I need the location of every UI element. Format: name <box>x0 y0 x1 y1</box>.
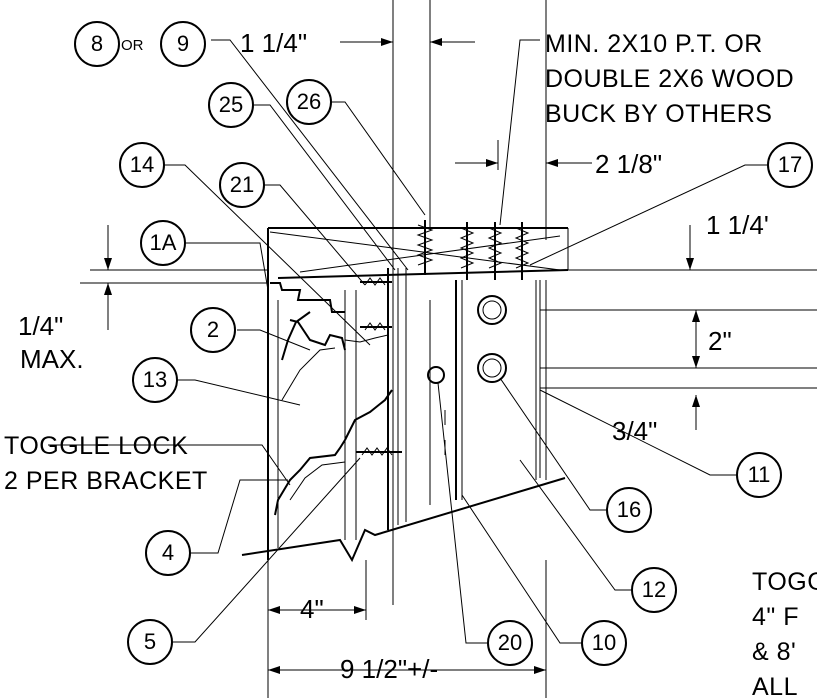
wall-structure <box>90 0 817 698</box>
note-right-line3: & 8' <box>752 638 796 666</box>
or-label: OR <box>121 37 144 54</box>
screw-upper-2 <box>360 322 392 331</box>
leader-lines <box>48 39 768 644</box>
callout-9: 9 <box>160 21 206 67</box>
note-toggle-line2: 2 PER BRACKET <box>4 467 208 495</box>
callout-1a: 1A <box>140 220 186 266</box>
callout-17-label: 17 <box>778 152 802 177</box>
callout-10: 10 <box>581 620 627 666</box>
note-buck-line1: MIN. 2X10 P.T. OR <box>545 30 763 58</box>
callout-20-label: 20 <box>498 630 522 655</box>
dim-top-gap: 1 1/4" <box>240 28 307 58</box>
callout-21: 21 <box>219 162 265 208</box>
screw-mid <box>487 222 503 280</box>
callout-8: 8 <box>74 21 120 67</box>
callout-2: 2 <box>190 307 236 353</box>
callout-17: 17 <box>767 142 813 188</box>
note-right-line4: ALL <box>752 673 798 698</box>
note-buck-line3: BUCK BY OTHERS <box>545 100 772 128</box>
callout-21-label: 21 <box>230 172 254 197</box>
dimension-arrows <box>80 38 700 674</box>
callout-16-label: 16 <box>617 497 641 522</box>
extrusion-profiles <box>270 282 393 516</box>
dim-two-in: 2" <box>708 326 732 356</box>
dim-overall: 9 1/2"+/- <box>340 654 438 684</box>
callout-1a-label: 1A <box>150 230 177 255</box>
callout-14-label: 14 <box>130 152 154 177</box>
dim-three-quarter: 3/4" <box>612 416 657 446</box>
note-buck-line2: DOUBLE 2X6 WOOD <box>545 65 794 93</box>
callout-25-label: 25 <box>219 92 243 117</box>
callout-13-label: 13 <box>143 367 167 392</box>
callout-16: 16 <box>606 487 652 533</box>
callout-8-label: 8 <box>91 31 103 56</box>
screw-26 <box>416 220 434 275</box>
callout-4-label: 4 <box>162 540 174 565</box>
dim-right-gap: 2 1/8" <box>595 149 662 179</box>
screw-right <box>514 222 530 280</box>
callout-26: 26 <box>286 79 332 125</box>
dim-right-top: 1 1/4' <box>706 210 769 240</box>
callout-12-label: 12 <box>642 577 666 602</box>
dim-quarter-max-value: 1/4" <box>18 311 63 341</box>
dim-four-in: 4" <box>300 594 324 624</box>
callout-13: 13 <box>132 357 178 403</box>
bolt-holes <box>427 295 507 455</box>
note-right-line1: TOGG <box>752 568 817 596</box>
callout-2-label: 2 <box>207 317 219 342</box>
callout-12: 12 <box>631 567 677 613</box>
callout-20: 20 <box>487 620 533 666</box>
wood-screws <box>356 220 530 456</box>
callout-14: 14 <box>119 142 165 188</box>
callout-4: 4 <box>145 530 191 576</box>
dim-quarter-max-label: MAX. <box>20 344 84 374</box>
callout-11: 11 <box>736 452 782 498</box>
screw-lower <box>356 447 402 456</box>
callout-10-label: 10 <box>592 630 616 655</box>
callout-26-label: 26 <box>297 89 321 114</box>
screw-left <box>459 222 475 280</box>
note-toggle-line1: TOGGLE LOCK <box>4 432 188 460</box>
callout-11-label: 11 <box>748 462 771 487</box>
callout-5-label: 5 <box>144 629 156 654</box>
note-right-line2: 4" F <box>752 603 799 631</box>
callout-9-label: 9 <box>177 31 189 56</box>
screw-upper-1 <box>360 277 392 286</box>
callout-25: 25 <box>208 82 254 128</box>
callout-5: 5 <box>127 619 173 665</box>
